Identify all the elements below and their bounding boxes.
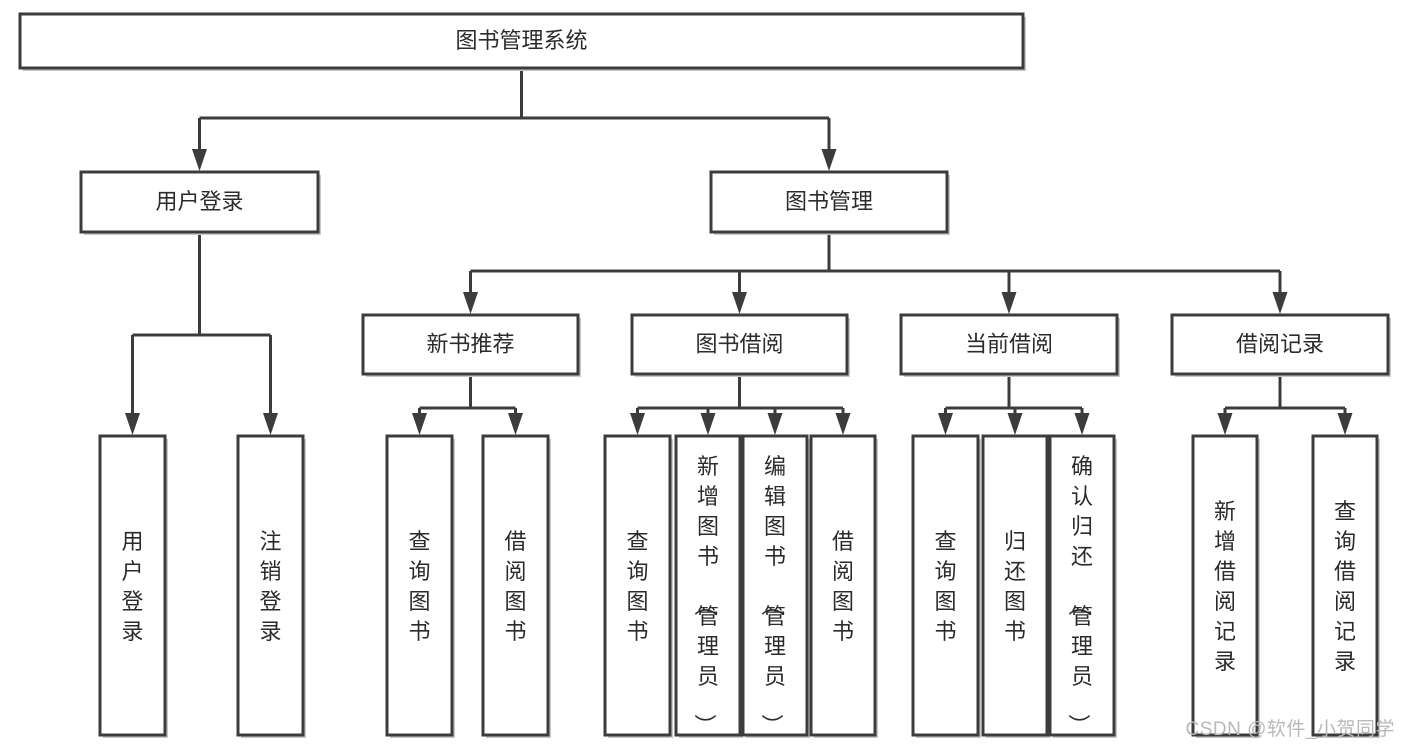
edge-group-book-borrow [630, 374, 851, 435]
node-label: 新增借阅记录 [1214, 499, 1236, 674]
node-label: 图书借阅 [695, 331, 783, 356]
node-box[interactable] [236, 434, 305, 737]
edges-layer [125, 68, 1353, 435]
node-leaf-query-2[interactable]: 查询图书 [603, 434, 673, 738]
node-box[interactable] [809, 434, 877, 737]
node-box[interactable] [630, 313, 849, 376]
node-box[interactable] [1311, 434, 1379, 737]
node-box[interactable] [899, 313, 1119, 376]
node-box[interactable] [385, 434, 454, 737]
node-leaf-borrow-2[interactable]: 借阅图书 [809, 434, 878, 738]
node-label: 确认归还（管理员） [1066, 454, 1093, 736]
node-label: 查询借阅记录 [1334, 499, 1356, 674]
node-book-manage[interactable]: 图书管理 [709, 170, 950, 235]
node-leaf-return[interactable]: 归还图书 [981, 434, 1050, 738]
node-label: 新书推荐 [426, 331, 514, 356]
node-box[interactable] [361, 313, 580, 376]
node-label: 查询图书 [934, 529, 956, 644]
node-box[interactable] [481, 434, 550, 737]
node-leaf-confirm[interactable]: 确认归还（管理员） [1048, 434, 1117, 738]
node-box[interactable] [79, 170, 320, 234]
node-box[interactable] [709, 170, 949, 234]
node-box[interactable] [674, 434, 742, 737]
node-label: 图书管理系统 [455, 28, 587, 53]
node-leaf-logout[interactable]: 注销登录 [236, 434, 306, 738]
node-box[interactable] [741, 434, 809, 737]
node-new-book-rec[interactable]: 新书推荐 [361, 313, 581, 377]
node-box[interactable] [603, 434, 672, 737]
node-leaf-user-login[interactable]: 用户登录 [98, 434, 168, 738]
edge-group-book-manage [463, 232, 1288, 314]
node-book-borrow[interactable]: 图书借阅 [630, 313, 850, 377]
node-leaf-query-rec[interactable]: 查询借阅记录 [1311, 434, 1380, 738]
edge-group-new-book-rec [412, 374, 523, 435]
node-root[interactable]: 图书管理系统 [18, 12, 1026, 71]
node-leaf-borrow-1[interactable]: 借阅图书 [481, 434, 551, 738]
node-box[interactable] [1191, 434, 1259, 737]
node-label: 用户登录 [155, 189, 243, 214]
node-label: 新增图书（管理员） [692, 454, 719, 736]
node-label: 编辑图书（管理员） [759, 454, 786, 736]
node-current-borrow[interactable]: 当前借阅 [899, 313, 1120, 377]
node-label: 借阅图书 [504, 529, 526, 644]
node-label: 查询图书 [626, 529, 648, 644]
node-box[interactable] [981, 434, 1049, 737]
node-label: 图书管理 [785, 189, 873, 214]
node-box[interactable] [1170, 313, 1390, 376]
node-box[interactable] [18, 12, 1025, 70]
node-label: 当前借阅 [965, 331, 1053, 356]
node-leaf-edit-book[interactable]: 编辑图书（管理员） [741, 434, 810, 738]
edge-group-borrow-record [1217, 374, 1353, 435]
node-box[interactable] [911, 434, 980, 737]
node-label: 查询图书 [408, 529, 430, 644]
edge-group-user-login [125, 232, 278, 435]
node-leaf-add-rec[interactable]: 新增借阅记录 [1191, 434, 1260, 738]
node-user-login[interactable]: 用户登录 [79, 170, 321, 235]
node-box[interactable] [98, 434, 167, 737]
node-leaf-query-1[interactable]: 查询图书 [385, 434, 455, 738]
nodes-layer: 图书管理系统用户登录图书管理新书推荐图书借阅当前借阅借阅记录用户登录注销登录查询… [18, 12, 1391, 738]
node-label: 注销登录 [259, 529, 281, 644]
edge-group-current-borrow [938, 374, 1090, 435]
edge-group-root [192, 68, 837, 171]
node-leaf-add-book[interactable]: 新增图书（管理员） [674, 434, 743, 738]
node-label: 借阅图书 [832, 529, 854, 644]
node-leaf-query-3[interactable]: 查询图书 [911, 434, 981, 738]
node-label: 借阅记录 [1236, 331, 1324, 356]
node-box[interactable] [1048, 434, 1116, 737]
node-label: 归还图书 [1004, 529, 1026, 644]
node-borrow-record[interactable]: 借阅记录 [1170, 313, 1391, 377]
node-label: 用户登录 [121, 529, 143, 644]
